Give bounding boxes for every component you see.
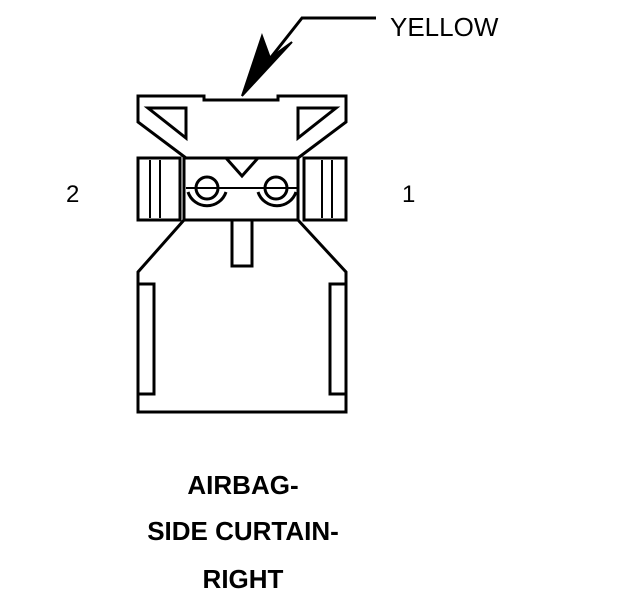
- color-label: YELLOW: [390, 12, 499, 42]
- terminal-1: [256, 175, 298, 208]
- title-line-3: RIGHT: [203, 564, 284, 594]
- right-latch: [296, 106, 341, 142]
- left-ear: [136, 156, 182, 222]
- terminal-2: [186, 175, 228, 208]
- color-callout-leader: [241, 16, 376, 97]
- left-rib: [136, 282, 156, 396]
- right-rib: [328, 282, 348, 396]
- left-latch: [143, 106, 188, 142]
- title-line-2: SIDE CURTAIN-: [147, 516, 339, 546]
- right-ear: [302, 156, 348, 222]
- callout-arrowhead: [241, 32, 293, 97]
- pin-label-2: 2: [66, 181, 79, 208]
- connector-body: [136, 94, 348, 414]
- title-line-1: AIRBAG-: [187, 470, 298, 500]
- pin-label-1: 1: [402, 181, 415, 208]
